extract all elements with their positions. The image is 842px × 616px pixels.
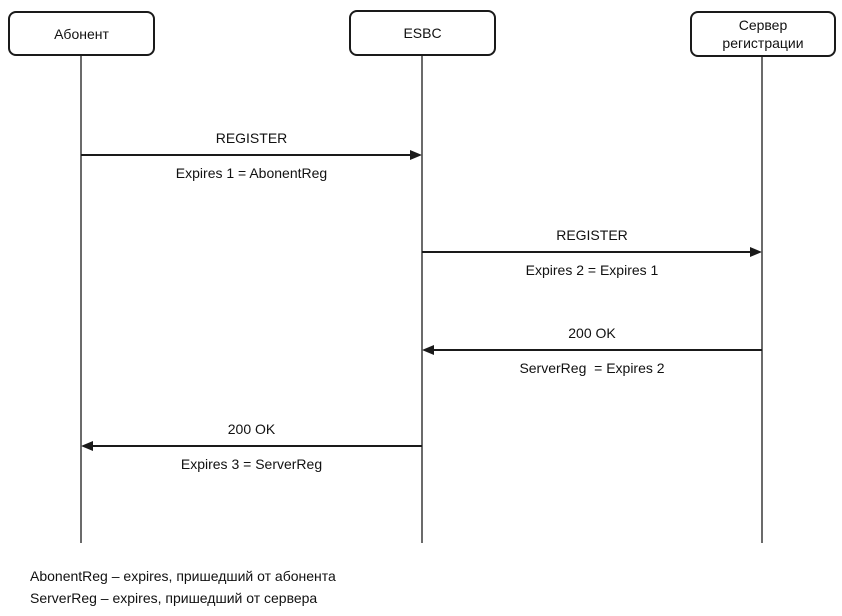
legend: AbonentReg – expires, пришедший от абоне… bbox=[30, 565, 336, 609]
arrowhead-right-icon bbox=[750, 247, 762, 257]
actor-box-abonent: Абонент bbox=[8, 11, 155, 56]
message-3-line bbox=[433, 349, 762, 351]
message-1-title: REGISTER bbox=[215, 130, 288, 146]
legend-line-serverreg: ServerReg – expires, пришедший от сервер… bbox=[30, 590, 318, 606]
message-2-title: REGISTER bbox=[556, 227, 628, 243]
actor-label-abonent: Абонент bbox=[54, 25, 109, 42]
message-1-subtitle: Expires 1 = AbonentReg bbox=[175, 165, 328, 181]
actor-box-server: Сервер регистрации bbox=[690, 11, 836, 57]
lifeline-esbc bbox=[421, 56, 423, 543]
message-3-title: 200 OK bbox=[568, 325, 616, 341]
message-4-line bbox=[92, 445, 422, 447]
lifeline-abonent bbox=[80, 56, 82, 543]
message-3-subtitle: ServerReg = Expires 2 bbox=[519, 360, 665, 376]
lifeline-server bbox=[761, 57, 763, 543]
arrowhead-right-icon bbox=[410, 150, 422, 160]
arrowhead-left-icon bbox=[422, 345, 434, 355]
message-4-title: 200 OK bbox=[227, 421, 276, 437]
actor-box-esbc: ESBC bbox=[349, 10, 496, 56]
message-1-line bbox=[81, 154, 412, 156]
actor-label-server: Сервер регистрации bbox=[722, 17, 804, 51]
actor-label-esbc: ESBC bbox=[403, 25, 442, 41]
message-2-line bbox=[422, 251, 752, 253]
legend-line-abonentreg: AbonentReg – expires, пришедший от абоне… bbox=[30, 568, 336, 584]
message-4-subtitle: Expires 3 = ServerReg bbox=[180, 456, 323, 472]
arrowhead-left-icon bbox=[81, 441, 93, 451]
message-2-subtitle: Expires 2 = Expires 1 bbox=[525, 262, 659, 278]
